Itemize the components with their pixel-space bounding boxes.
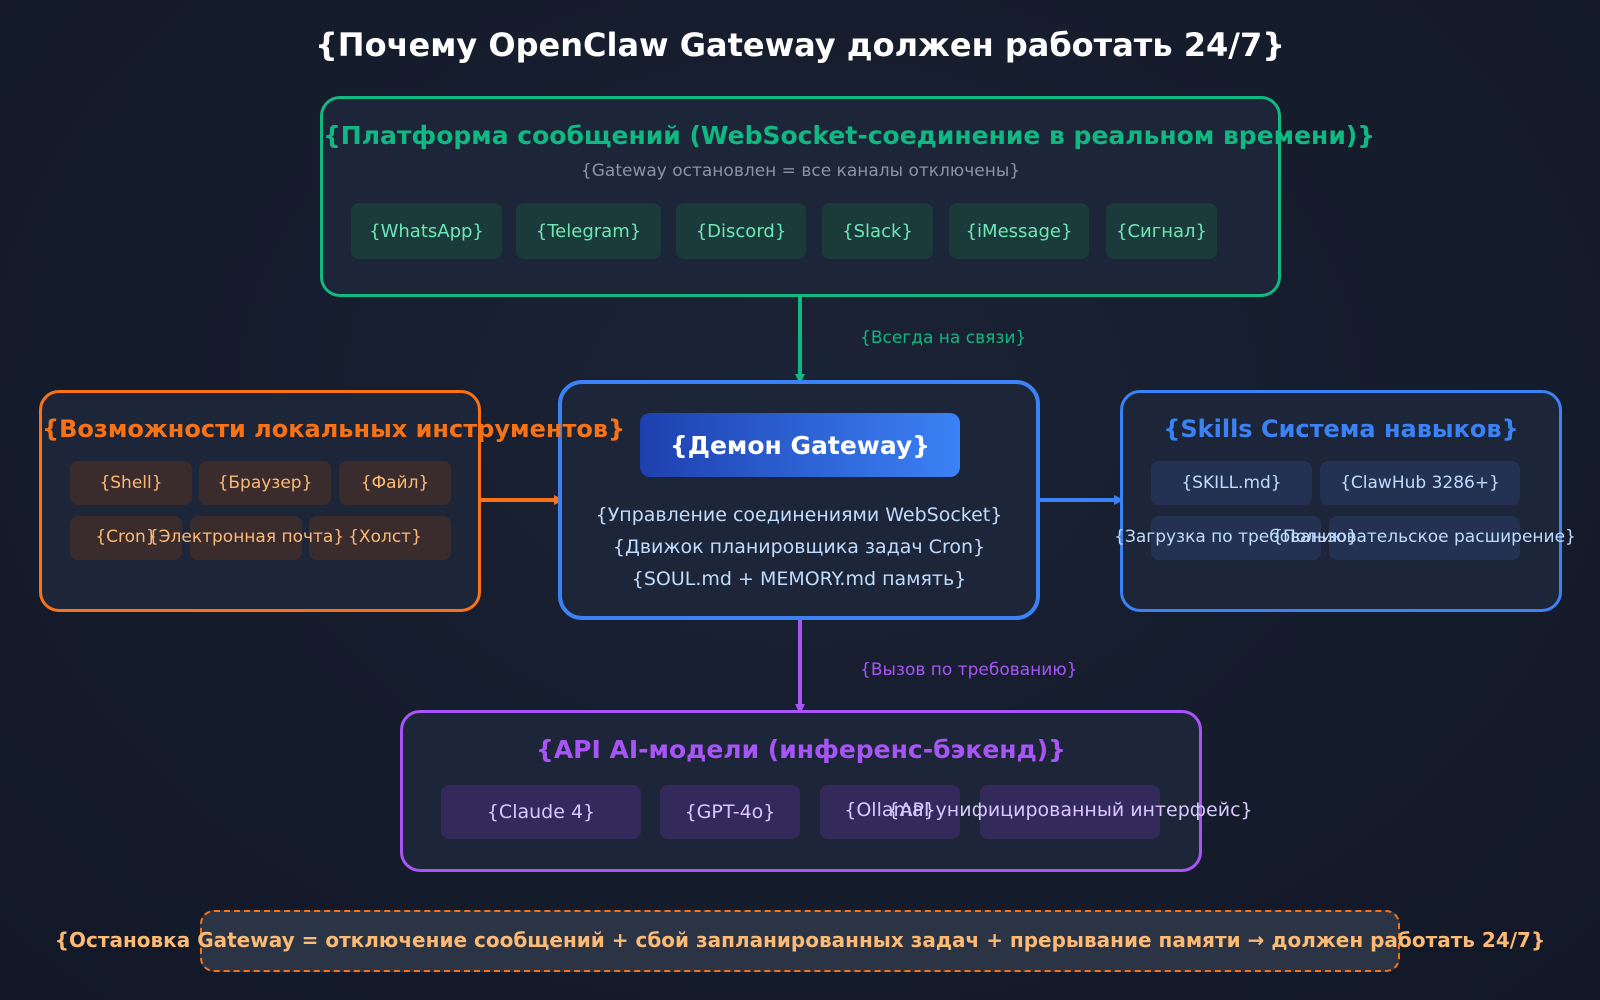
channel-chip-whatsapp: {WhatsApp}	[351, 203, 502, 259]
gateway-line-cron: {Движок планировщика задач Cron}	[612, 536, 986, 558]
tool-chip-cron-bg	[70, 516, 182, 560]
edge-label-always-online: {Всегда на связи}	[860, 328, 1027, 348]
channel-chip-imessage: {iMessage}	[949, 203, 1089, 259]
tools-panel-title: {Возможности локальных инструментов}	[42, 415, 626, 443]
gateway-daemon-title: {Демон Gateway}	[640, 413, 960, 477]
gateway-daemon-panel: {Демон Gateway} {Управление соединениями…	[558, 380, 1040, 620]
local-tools-panel: {Возможности локальных инструментов} {Sh…	[39, 390, 626, 612]
messaging-platform-panel: {Платформа сообщений (WebSocket-соединен…	[320, 96, 1376, 297]
skill-label-on-demand: {Загрузка по требованию}	[1114, 527, 1358, 547]
tool-label-canvas: {Холст}	[348, 527, 422, 547]
tool-label-email: {Электронная почта}	[147, 527, 345, 547]
page-title: {Почему OpenClaw Gateway должен работать…	[315, 26, 1285, 64]
ai-chip-gpt4o: {GPT-4o}	[660, 785, 800, 839]
channel-chip-signal: {Сигнал}	[1106, 203, 1217, 259]
channel-chip-discord: {Discord}	[676, 203, 806, 259]
messaging-panel-title: {Платформа сообщений (WebSocket-соединен…	[323, 121, 1376, 150]
skill-label-custom: {Пользовательское расширение}	[1272, 527, 1576, 547]
gateway-line-memory: {SOUL.md + MEMORY.md память}	[631, 568, 967, 590]
skills-panel-title: {Skills Система навыков}	[1163, 415, 1519, 443]
edge-label-on-demand: {Вызов по требованию}	[860, 660, 1078, 680]
tool-chip-email-bg	[190, 516, 302, 560]
skill-chip-skill-md: {SKILL.md}	[1151, 461, 1312, 505]
ai-models-panel: {API AI-модели (инференс-бэкенд)} {Claud…	[400, 710, 1253, 872]
skill-chip-custom-bg	[1329, 516, 1520, 560]
channel-chip-slack: {Slack}	[822, 203, 933, 259]
tool-chip-canvas-bg	[309, 516, 451, 560]
skills-system-panel: {Skills Система навыков} {SKILL.md} {Cla…	[1114, 390, 1576, 612]
footer-warning-box	[200, 910, 1400, 972]
ai-label-unified-api: {API унифицированный интерфейс}	[887, 799, 1253, 821]
footer-warning-text: {Остановка Gateway = отключение сообщени…	[54, 928, 1546, 952]
ai-chip-unified-api-bg	[980, 785, 1160, 839]
channel-chip-telegram: {Telegram}	[516, 203, 661, 259]
tool-chip-file: {Файл}	[339, 461, 451, 505]
tool-chip-browser: {Браузер}	[199, 461, 331, 505]
ai-panel-title: {API AI-модели (инференс-бэкенд)}	[536, 735, 1066, 764]
skill-chip-clawhub: {ClawHub 3286+}	[1320, 461, 1520, 505]
gateway-line-websocket: {Управление соединениями WebSocket}	[595, 504, 1003, 526]
tool-chip-shell: {Shell}	[70, 461, 192, 505]
skill-chip-on-demand-bg	[1151, 516, 1321, 560]
messaging-panel-subtitle: {Gateway остановлен = все каналы отключе…	[580, 161, 1021, 181]
ai-chip-ollama-bg	[820, 785, 960, 839]
ai-chip-claude: {Claude 4}	[441, 785, 641, 839]
tool-label-cron: {Cron}	[95, 527, 157, 547]
ai-label-ollama: {Ollama}	[844, 799, 936, 821]
